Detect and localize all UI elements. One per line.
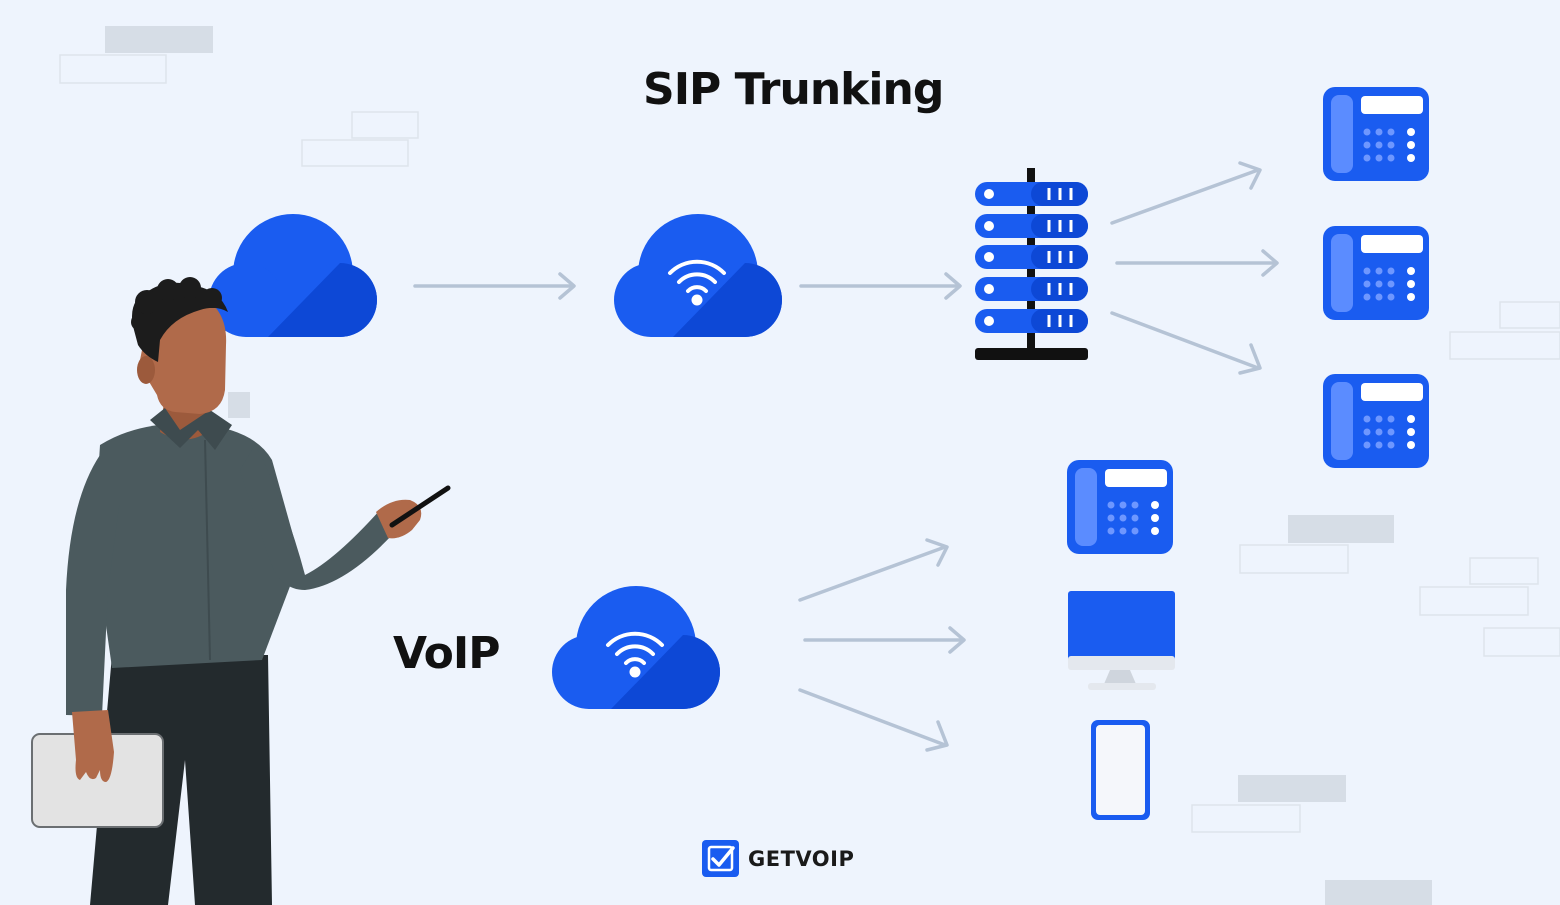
arrows-voip-to-devices: [798, 538, 966, 752]
checkmark-logo-icon: [702, 840, 739, 877]
desk-phone-icon: [1323, 374, 1429, 468]
desk-phone-icon: [1323, 226, 1429, 320]
wifi-cloud-icon: [614, 214, 782, 337]
background-decoration: [59, 26, 1560, 905]
sip-server-rack-icon: [975, 168, 1088, 360]
brand-name: GETVOIP: [748, 846, 855, 871]
brand-logo: GETVOIP: [702, 840, 854, 877]
page-title: SIP Trunking: [643, 64, 944, 115]
desktop-computer-icon: [1068, 591, 1175, 690]
arrow-wifi-to-server: [799, 272, 962, 300]
voip-label: VoIP: [393, 628, 500, 679]
arrows-server-to-phones: [1110, 161, 1279, 375]
wifi-cloud-icon: [552, 586, 720, 709]
internet-cloud-icon: [209, 214, 377, 337]
desk-phone-icon: [1323, 87, 1429, 181]
presenter-illustration: [31, 277, 451, 905]
desk-phone-icon: [1067, 460, 1173, 554]
mobile-phone-icon: [1091, 720, 1150, 820]
arrow-cloud-to-wifi: [413, 272, 576, 300]
